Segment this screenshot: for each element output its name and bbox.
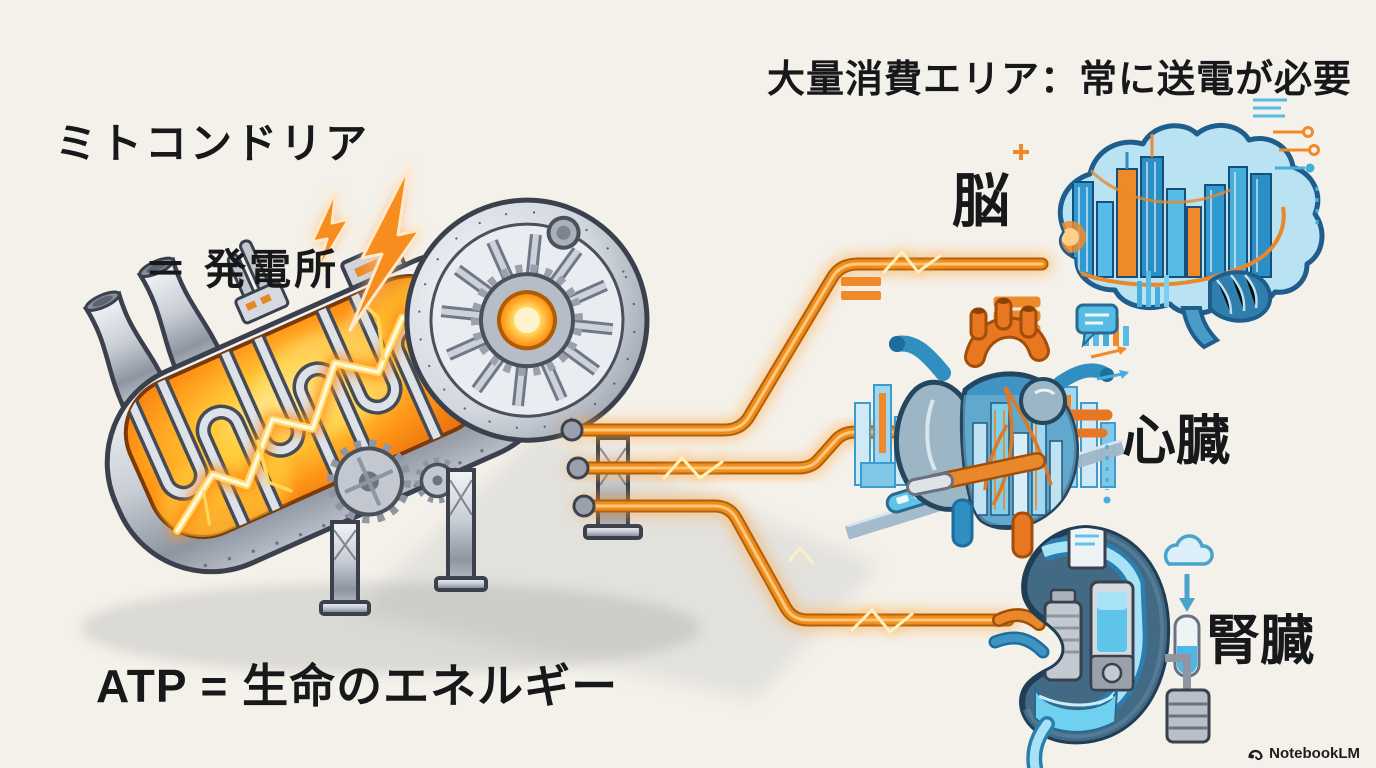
- branding: NotebookLM: [1247, 745, 1360, 762]
- kidney-illustration: [988, 524, 1214, 768]
- speech-bubble-icon: [1075, 303, 1119, 348]
- brain-city-skyline: [1060, 134, 1286, 287]
- organ-label-kidney: 腎臓: [1206, 611, 1314, 671]
- heart-body: [893, 371, 1079, 530]
- barrel-icon: [1165, 688, 1211, 744]
- organ-label-heart: 心臓: [1122, 411, 1230, 471]
- cable-sockets: [560, 418, 596, 518]
- aorta-branches: [969, 297, 1038, 341]
- ureter-tube: [1026, 716, 1055, 768]
- atp-label: ATP = 生命のエネルギー: [96, 660, 619, 712]
- lightning-bolt-icon: [310, 188, 351, 276]
- mitochondria-label: ミトコンドリア ＝ 発電所: [40, 112, 385, 301]
- filter-cylinder-liquid: [1089, 580, 1135, 692]
- vena-cava-tube: [951, 498, 974, 548]
- great-vessels: [889, 297, 1114, 438]
- cable-to-brain: [561, 253, 1053, 441]
- organ-label-brain: 脳: [952, 169, 1011, 234]
- notebooklm-logo-icon: [1248, 749, 1263, 761]
- filter-cylinder: [1043, 588, 1083, 682]
- chimney-stacks: [226, 239, 290, 325]
- atrium-cap: [1019, 377, 1067, 425]
- lightning-bolt-icon: [348, 166, 422, 332]
- brainstem: [1180, 306, 1221, 350]
- heart-decor-icons: [841, 271, 1169, 547]
- mitochondria-label-line2: ＝ 発電所: [144, 246, 340, 293]
- heart-illustration: [841, 271, 1169, 559]
- kidney-accessories: [1163, 534, 1214, 744]
- down-arrow-icon: [1179, 574, 1195, 612]
- page-title: 大量消費エリア：常に送電が必要: [766, 59, 1352, 101]
- cable-to-heart: [567, 421, 903, 479]
- brain-illustration: [993, 98, 1325, 350]
- artery-tube: [1011, 511, 1034, 559]
- power-cables: [560, 247, 1225, 640]
- kidney-inlet-tubes: [988, 608, 1050, 659]
- cerebellum: [1208, 270, 1273, 323]
- gear-icon: [326, 439, 411, 524]
- mitochondria-label-line1: ミトコンドリア: [54, 120, 370, 167]
- pipe-through-heart: [906, 452, 1046, 496]
- shadows: [80, 430, 880, 700]
- branding-name: NotebookLM: [1269, 745, 1360, 762]
- cable-to-kidney: [573, 495, 1019, 631]
- cloud-icon: [1163, 534, 1214, 566]
- bar-chart-icon: [1137, 271, 1169, 307]
